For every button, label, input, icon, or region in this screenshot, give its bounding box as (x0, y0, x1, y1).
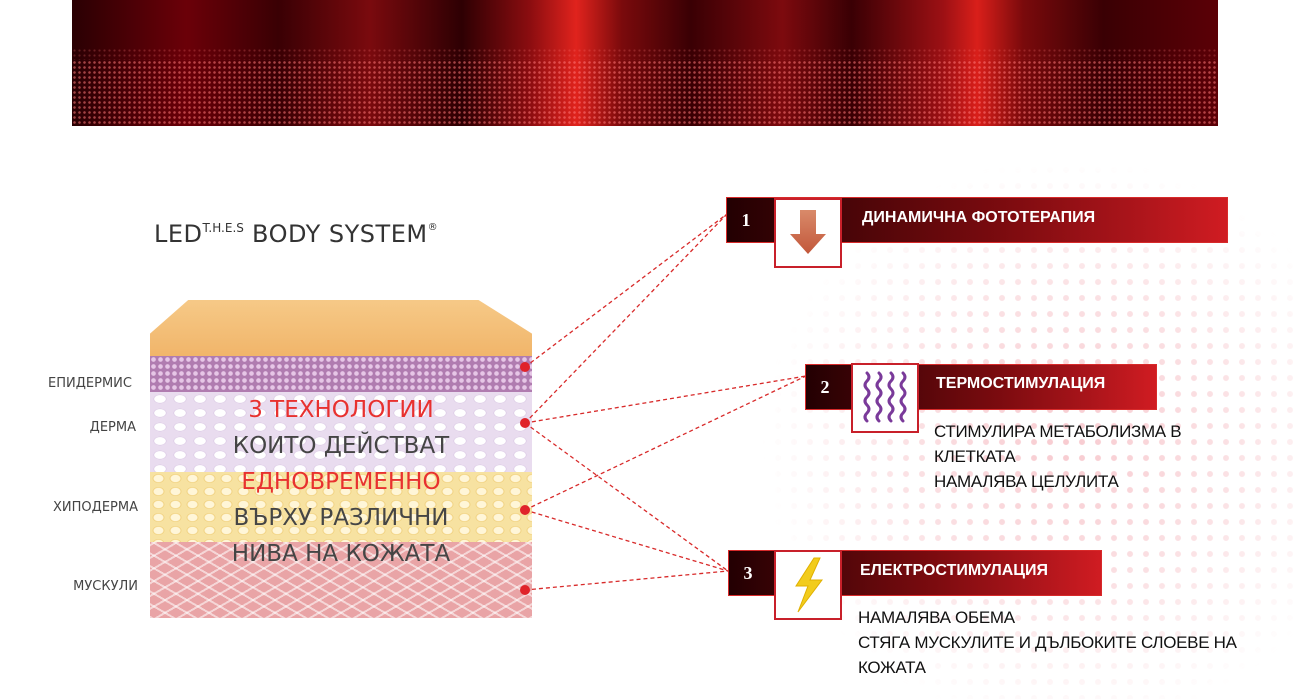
marker-muscle (520, 585, 530, 595)
skin-cross-section: 3 ТЕХНОЛОГИИ КОИТО ДЕЙСТВАТ ЕДНОВРЕМЕННО… (150, 300, 532, 618)
muscle-layer (150, 542, 532, 618)
tech-2-number: 2 (820, 377, 830, 397)
tech-3-desc-line-2: СТЯГА МУСКУЛИТЕ И ДЪЛБОКИТЕ СЛОЕВЕ НА (858, 633, 1237, 652)
banner-dot-pattern (72, 60, 1218, 126)
skin-surface-layer (150, 300, 532, 356)
tech-2-title: ТЕРМОСТИМУЛАЦИЯ (936, 375, 1106, 392)
lightning-icon (774, 550, 842, 620)
tech-3-desc-line-1: НАМАЛЯВА ОБЕМА (858, 608, 1015, 627)
connector-dermis-to-1 (524, 213, 728, 424)
connector-hypodermis-to-3 (524, 509, 729, 572)
label-muscles: МУСКУЛИ (73, 579, 138, 594)
connector-dermis-to-2 (524, 375, 807, 424)
label-hypodermis: ХИПОДЕРМА (53, 500, 138, 515)
skin-overlay-text: 3 ТЕХНОЛОГИИ КОИТО ДЕЙСТВАТ ЕДНОВРЕМЕННО… (150, 392, 532, 572)
connector-hypodermis-to-2 (524, 375, 807, 511)
connector-dermis-to-3 (524, 422, 729, 572)
tech-2-desc-line-3: НАМАЛЯВА ЦЕЛУЛИТА (934, 472, 1119, 491)
marker-epidermis (520, 362, 530, 372)
tech-2-desc-line-1: СТИМУЛИРА МЕТАБОЛИЗМА В (934, 422, 1182, 441)
epidermis-layer (150, 356, 532, 392)
marker-hypodermis (520, 505, 530, 515)
top-banner (72, 0, 1218, 126)
label-dermis: ДЕРМА (89, 420, 136, 435)
tech-2-description: СТИМУЛИРА МЕТАБОЛИЗМА В КЛЕТКАТА НАМАЛЯВ… (934, 419, 1254, 494)
connector-epidermis-to-1 (524, 213, 728, 368)
brand-led: LED (154, 220, 203, 248)
registered-mark: ® (427, 222, 439, 233)
marker-dermis (520, 418, 530, 428)
skin-text-line-3: ЕДНОВРЕМЕННО (241, 469, 441, 495)
skin-text-line-2: КОИТО ДЕЙСТВАТ (232, 433, 450, 459)
tech-3-number: 3 (743, 563, 753, 583)
label-epidermis: ЕПИДЕРМИС (48, 376, 132, 391)
tech-1-number: 1 (741, 210, 751, 230)
brand-body-system: BODY SYSTEM (243, 220, 428, 248)
arrow-down-icon (774, 198, 842, 268)
brand-title: LEDT.H.E.S BODY SYSTEM® (154, 220, 438, 248)
wavy-lines-icon (851, 363, 919, 433)
brand-thes: T.H.E.S (202, 221, 244, 235)
skin-text-line-4: ВЪРХУ РАЗЛИЧНИ (233, 505, 449, 531)
tech-3-description: НАМАЛЯВА ОБЕМА СТЯГА МУСКУЛИТЕ И ДЪЛБОКИ… (858, 605, 1288, 680)
tech-3-title: ЕЛЕКТРОСТИМУЛАЦИЯ (860, 562, 1048, 579)
tech-1-title: ДИНАМИЧНА ФОТОТЕРАПИЯ (862, 209, 1096, 226)
banner-dot-pattern-light (72, 48, 1218, 60)
connector-muscle-to-3 (524, 570, 729, 591)
dermis-layer (150, 392, 532, 472)
tech-2-desc-line-2: КЛЕТКАТА (934, 447, 1016, 466)
skin-text-line-1: 3 ТЕХНОЛОГИИ (248, 397, 434, 423)
tech-3-desc-line-3: КОЖАТА (858, 658, 926, 677)
skin-text-line-5: НИВА НА КОЖАТА (231, 541, 451, 567)
hypodermis-layer (150, 472, 532, 542)
